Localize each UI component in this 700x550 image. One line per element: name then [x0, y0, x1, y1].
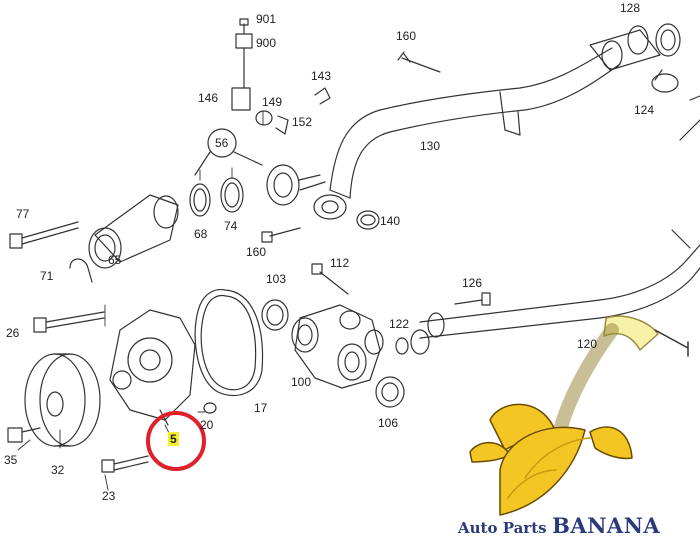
- part-label-152: 152: [292, 115, 313, 129]
- part-label-130: 130: [420, 139, 441, 153]
- sensor-900: [235, 18, 253, 89]
- part-label-65: 65: [108, 253, 122, 267]
- part-label-126: 126: [462, 276, 483, 290]
- part-label-124: 124: [634, 103, 655, 117]
- clip-71: [69, 258, 93, 283]
- coolant-pipe-130: [329, 40, 623, 199]
- part-label-20: 20: [200, 418, 214, 432]
- bolt-160-top: [397, 51, 441, 73]
- brand-small-text: Auto Parts: [458, 519, 547, 537]
- bolt-26: [33, 311, 105, 333]
- pin-20: [203, 402, 217, 414]
- housing-100: [291, 304, 384, 389]
- part-label-901: 901: [256, 12, 277, 26]
- part-label-56: 56: [215, 136, 229, 150]
- part-label-146: 146: [198, 91, 219, 105]
- seal-103: [261, 299, 289, 331]
- part-label-17: 17: [254, 401, 268, 415]
- part-label-103: 103: [266, 272, 287, 286]
- seal-68: [189, 183, 211, 217]
- part-label-68: 68: [194, 227, 208, 241]
- brand-wordmark: Auto Parts BANANA: [458, 513, 660, 538]
- seal-122: [395, 312, 445, 355]
- flange-65: [88, 194, 179, 269]
- part-label-140: 140: [380, 214, 401, 228]
- coolant-pipe-120: [419, 95, 700, 339]
- hose-128: [589, 23, 681, 71]
- part-label-143: 143: [311, 69, 332, 83]
- clip-152: [275, 115, 289, 135]
- seal-106: [375, 376, 405, 408]
- banana-logo: [469, 315, 689, 516]
- part-label-122: 122: [389, 317, 410, 331]
- part-label-900: 900: [256, 36, 277, 50]
- bolt-23: [101, 455, 149, 473]
- seal-74: [220, 177, 244, 213]
- part-label-71: 71: [40, 269, 54, 283]
- water-pump-5: [109, 309, 196, 426]
- thermostat: [266, 164, 326, 206]
- bolt-77: [9, 221, 79, 249]
- pulley-32: [24, 353, 101, 447]
- connector-146: [231, 87, 273, 126]
- clip-124: [651, 69, 679, 93]
- part-label-120: 120: [577, 337, 598, 351]
- part-label-77: 77: [16, 207, 30, 221]
- part-label-32: 32: [51, 463, 65, 477]
- part-label-149: 149: [262, 95, 283, 109]
- part-label-5-highlighted: 5: [168, 432, 179, 446]
- clip-143: [314, 87, 331, 105]
- bolt-112: [311, 263, 349, 295]
- part-label-112: 112: [330, 256, 350, 270]
- brand-big-text: BANANA: [552, 513, 661, 538]
- part-label-128: 128: [620, 1, 641, 15]
- group-bracket-56: [194, 128, 263, 176]
- bolt-160-middle: [261, 227, 301, 243]
- part-label-160-middle: 160: [246, 245, 267, 259]
- part-label-100: 100: [291, 375, 312, 389]
- bolt-35: [7, 427, 41, 443]
- highlight-circle: [146, 411, 206, 471]
- leader-lines: [17, 111, 264, 491]
- seal-140: [356, 210, 380, 230]
- part-label-23: 23: [102, 489, 116, 503]
- part-label-106: 106: [378, 416, 399, 430]
- pipe-coupling-130: [313, 194, 347, 220]
- gasket-17: [194, 288, 264, 397]
- part-label-35: 35: [4, 453, 18, 467]
- bolt-126: [454, 292, 491, 306]
- part-label-160-top: 160: [396, 29, 417, 43]
- part-label-74: 74: [224, 219, 238, 233]
- part-label-26: 26: [6, 326, 20, 340]
